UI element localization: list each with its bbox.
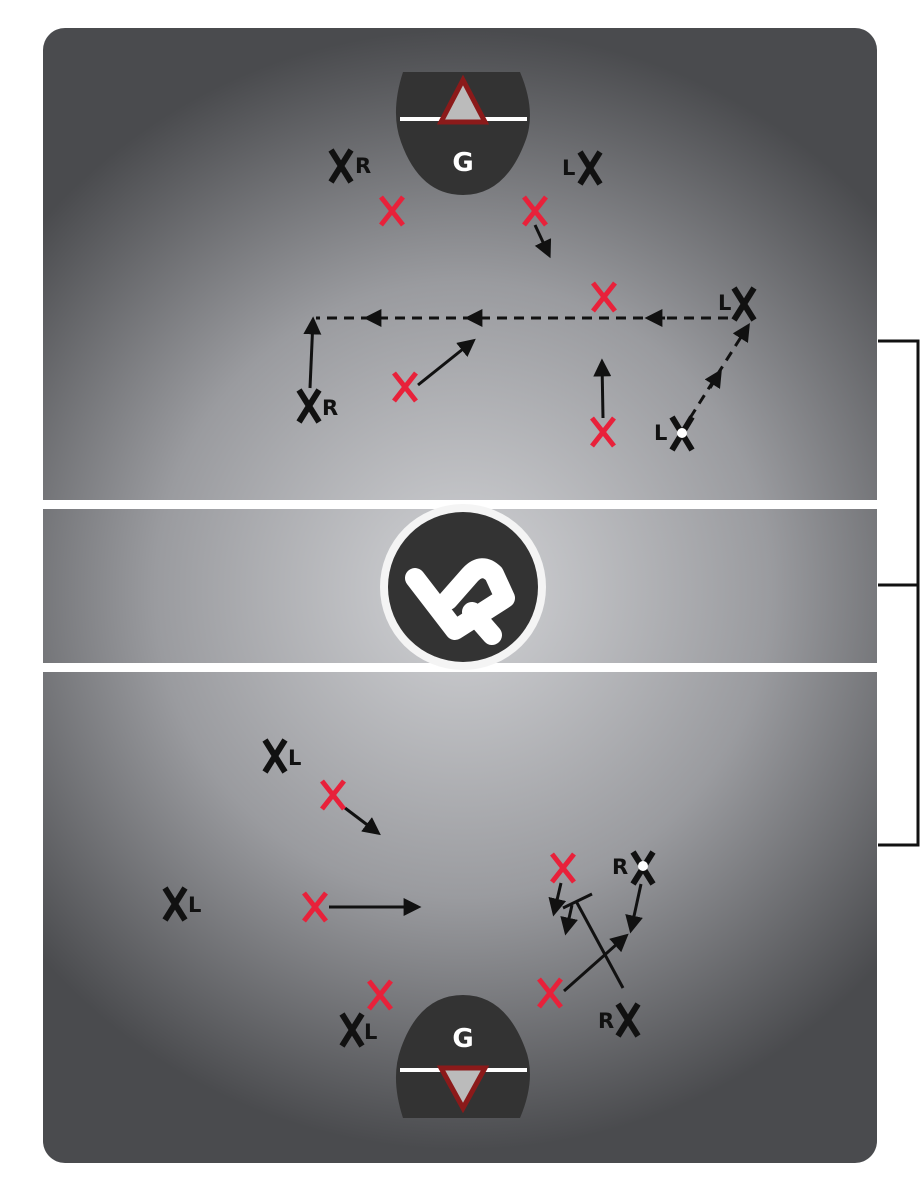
move-arrow — [533, 224, 552, 259]
offense-player — [577, 150, 603, 186]
move-arrow — [303, 316, 322, 389]
top-crease: G — [395, 72, 530, 195]
pass-arrowhead — [704, 368, 722, 389]
center-logo — [380, 504, 546, 670]
defense-player — [591, 281, 617, 313]
offense-player — [296, 388, 322, 424]
defense-player — [302, 891, 328, 923]
bottom-crease: G — [395, 995, 530, 1118]
offense-player-with-ball — [630, 850, 656, 886]
offense-player — [731, 286, 757, 322]
move-arrow — [563, 933, 629, 993]
defense-player — [522, 195, 548, 227]
pick-line — [574, 900, 625, 989]
defense-player — [379, 195, 405, 227]
top-goalie-label: G — [452, 148, 473, 178]
move-arrow — [417, 338, 476, 387]
ball-icon — [677, 428, 687, 438]
player-side-label: R — [355, 154, 371, 178]
offense-player — [162, 886, 188, 922]
move-arrow — [344, 806, 381, 836]
defense-player — [550, 852, 576, 884]
player-side-label: L — [718, 291, 731, 315]
offense-player — [615, 1002, 641, 1038]
player-side-label: L — [288, 746, 301, 770]
player-side-label: L — [562, 156, 575, 180]
offense-player — [262, 738, 288, 774]
move-arrow — [593, 358, 612, 419]
player-side-label: L — [188, 893, 201, 917]
move-arrow — [625, 883, 643, 934]
player-side-label: R — [612, 855, 628, 879]
top-goal-icon — [436, 74, 490, 125]
move-arrow — [548, 882, 567, 917]
bracket — [878, 339, 920, 847]
move-arrow — [560, 904, 578, 936]
bottom-goal-icon — [436, 1065, 490, 1114]
player-side-label: L — [364, 1020, 377, 1044]
defense-player — [537, 977, 563, 1009]
ball-icon — [638, 861, 648, 871]
defense-player — [320, 779, 346, 811]
offense-player-with-ball — [669, 415, 695, 452]
defense-player — [590, 416, 616, 448]
player-side-label: R — [322, 396, 338, 420]
defense-player — [392, 371, 418, 403]
pick-bar — [562, 892, 593, 910]
offense-player — [328, 148, 354, 184]
bottom-goalie-label: G — [452, 1024, 473, 1054]
player-side-label: R — [598, 1009, 614, 1033]
defense-player — [367, 979, 393, 1011]
player-side-label: L — [654, 421, 667, 445]
offense-player — [339, 1012, 365, 1048]
